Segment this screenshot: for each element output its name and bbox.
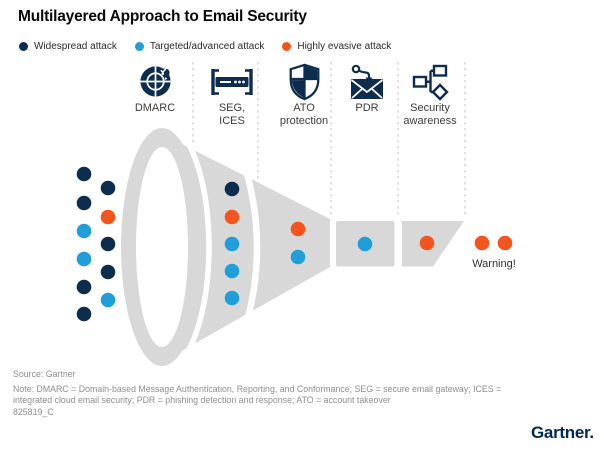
column-separators [192,62,466,218]
navy-attack-dot [100,264,116,280]
navy-attack-dot [76,195,92,211]
navy-attack-dot [224,181,240,197]
orange-attack-dot [497,235,513,251]
blue-attack-dot [290,249,306,265]
orange-attack-dot [100,209,116,225]
stage-label-line: ATO [293,102,315,114]
globe-target-icon [110,62,200,101]
stage-label: Security awareness [385,102,475,127]
legend-item-targeted: Targeted/advanced attack [134,41,265,52]
blue-attack-dot [100,292,116,308]
warning-label: Warning! [472,258,516,270]
stage-seg-ices: SEG, ICES [187,62,277,127]
dot-group-after-ato [357,236,373,252]
legend-item-widespread: Widespread attack [19,41,117,52]
legend-label: Highly evasive attack [297,41,392,52]
navy-attack-dot [100,236,116,252]
funnel-mouth-inner [136,147,188,347]
stage-pdr: PDR [322,62,412,115]
navy-attack-dot [76,279,92,295]
evasive-attack-dot-icon [282,42,292,51]
ring-gap [112,119,212,375]
dot-group-after-seg-ices [290,221,306,265]
blue-attack-dot [224,236,240,252]
blue-attack-dot [357,236,373,252]
stage-label-line: Security [410,102,450,114]
stage-security-awareness: Security awareness [385,62,475,127]
stage-dmarc: DMARC [110,62,200,115]
stage-label: SEG, ICES [187,102,277,127]
orange-attack-dot [419,235,435,251]
navy-attack-dot [76,306,92,322]
legend: Widespread attack Targeted/advanced atta… [19,41,391,52]
dot-group-after-pdr [419,235,435,251]
dot-group-escaped-attacks [474,235,513,251]
widespread-attack-dot-icon [19,42,28,51]
blue-attack-dot [76,251,92,267]
stage-label: ATO protection [259,102,349,127]
legend-item-evasive: Highly evasive attack [282,41,391,52]
dot-group-incoming-attacks [76,166,116,322]
stage-label-line: awareness [403,114,457,127]
stage-label-line: PDR [355,102,379,114]
targeted-attack-dot-icon [134,42,144,51]
stage-label: PDR [322,102,412,115]
source-note: Source: Gartner [13,369,76,379]
blue-attack-dot [224,263,240,279]
blue-attack-dot [224,290,240,306]
phishing-hook-email-icon [322,62,412,101]
document-code: 825819_C [13,407,54,417]
gateway-icon [187,62,277,101]
orange-attack-dot [290,221,306,237]
navy-attack-dot [100,180,116,196]
attack-dots [76,166,513,322]
gartner-logo: Gartner. [531,423,594,442]
stage-label-line: SEG, [218,102,246,114]
blue-attack-dot [76,223,92,239]
page-title: Multilayered Approach to Email Security [18,8,307,25]
stage-divider-arc [242,169,261,326]
legend-label: Targeted/advanced attack [149,41,265,52]
footnote: Note: DMARC = Domain-based Message Authe… [13,384,502,405]
stage-ato-protection: ATO protection [259,62,349,127]
stage-label-line: protection [279,114,329,127]
legend-label: Widespread attack [34,41,117,52]
orange-attack-dot [224,209,240,225]
stage-label: DMARC [110,102,200,115]
stage-label-line: ICES [219,114,245,127]
orange-attack-dot [474,235,490,251]
dot-group-after-dmarc [224,181,240,306]
flowchart-icon [385,62,475,101]
shield-icon [259,62,349,101]
navy-attack-dot [76,166,92,182]
stage-label-line: DMARC [134,102,176,114]
